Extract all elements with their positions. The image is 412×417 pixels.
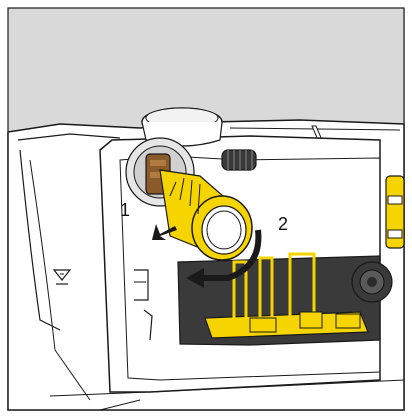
yellow-coupling-ring [159,169,253,261]
push-arrow-icon [152,224,177,240]
holder-clip-3 [335,313,361,329]
step-label-2: 2 [278,214,288,234]
triangle-level-icon [52,269,72,285]
curved-rotation-arrow-icon [196,229,262,281]
bottom-edge-2 [99,399,141,411]
rotation-arrowhead [186,268,204,288]
body-contour-left [19,149,61,331]
yellow-holder [204,252,369,339]
step-label-1: 1 [120,200,130,220]
body-contour-left2 [29,159,91,401]
body-contour-top [17,133,121,141]
side-latch [134,269,153,341]
right-yellow-fitting [385,175,405,249]
holder-pillar-left [232,260,248,324]
holder-clip-2 [299,311,323,329]
secondary-connector [351,261,393,303]
holder-clip-1 [249,317,277,333]
bottom-edge [49,379,405,397]
knurled-nut [221,149,257,171]
